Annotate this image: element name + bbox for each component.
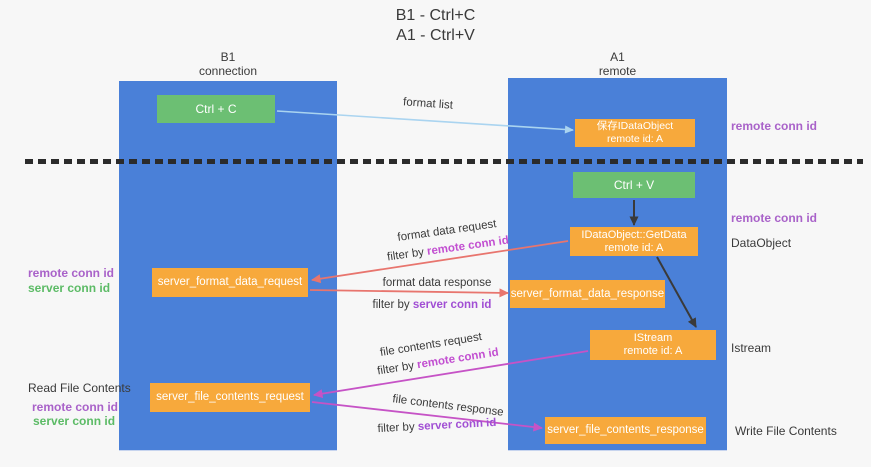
right-column-name: A1 [610,50,625,64]
right-column-header: A1 remote [508,50,727,78]
server-format-data-request-label: server_format_data_request [157,276,303,288]
getdata-line1: IDataObject::GetData [581,228,687,241]
read-file-contents-annotation: Read File Contents [28,381,131,395]
ctrl-v-label: Ctrl + V [613,178,655,192]
istream-line2: remote id: A [623,345,683,357]
save-dataobject-line2: remote id: A [606,133,664,145]
format-list-label: format list [402,96,454,112]
boundary-dashed-line [25,159,863,164]
ctrl-c-label: Ctrl + C [195,102,237,116]
left-column-name: B1 [220,50,236,64]
istream-annotation: Istream [731,341,772,355]
ctrl-c-box: Ctrl + C [157,95,275,123]
getdata-box: IDataObject::GetData remote id: A [570,227,698,256]
remote-conn-id-annotation-2: remote conn id [731,211,818,225]
left-column-header: B1 connection [119,50,337,78]
save-dataobject-box: 保存IDataObject remote id: A [575,119,695,147]
server-file-contents-request-box: server_file_contents_request [150,383,310,412]
file-contents-response-label: file contents response [391,393,505,419]
server-file-contents-response-label: server_file_contents_response [547,424,704,436]
left-remote-conn-id-annotation-1: remote conn id [28,266,115,280]
page-title: B1 - Ctrl+C A1 - Ctrl+V [0,6,871,46]
istream-box: IStream remote id: A [590,330,716,360]
left-server-conn-id-annotation-1: server conn id [28,281,111,295]
write-file-contents-annotation: Write File Contents [735,424,837,438]
right-column-role: remote [598,64,637,78]
left-column-role: connection [198,64,258,78]
left-remote-conn-id-annotation-2: remote conn id [32,400,119,414]
remote-conn-id-annotation-1: remote conn id [731,119,818,133]
server-file-contents-request-label: server_file_contents_request [156,391,304,403]
server-format-data-request-box: server_format_data_request [152,268,308,297]
left-server-conn-id-annotation-2: server conn id [33,414,116,428]
ctrl-v-box: Ctrl + V [573,172,695,198]
server-format-data-response-label: server_format_data_response [510,287,665,300]
filter-by-server-conn-id-label-1: filter by server conn id [372,299,492,311]
dataobject-annotation: DataObject [731,236,792,250]
filter-by-server-conn-id-label-2: filter by server conn id [377,416,497,436]
istream-line1: IStream [633,332,673,344]
server-format-data-response-box: server_format_data_response [510,280,665,308]
server-file-contents-response-box: server_file_contents_response [545,417,706,444]
format-data-response-arrow [309,288,509,298]
title-line-2: A1 - Ctrl+V [396,27,475,44]
title-line-1: B1 - Ctrl+C [395,7,476,24]
getdata-line2: remote id: A [604,241,664,254]
format-data-response-label: format data response [382,277,492,289]
save-dataobject-line1: 保存IDataObject [596,120,674,132]
